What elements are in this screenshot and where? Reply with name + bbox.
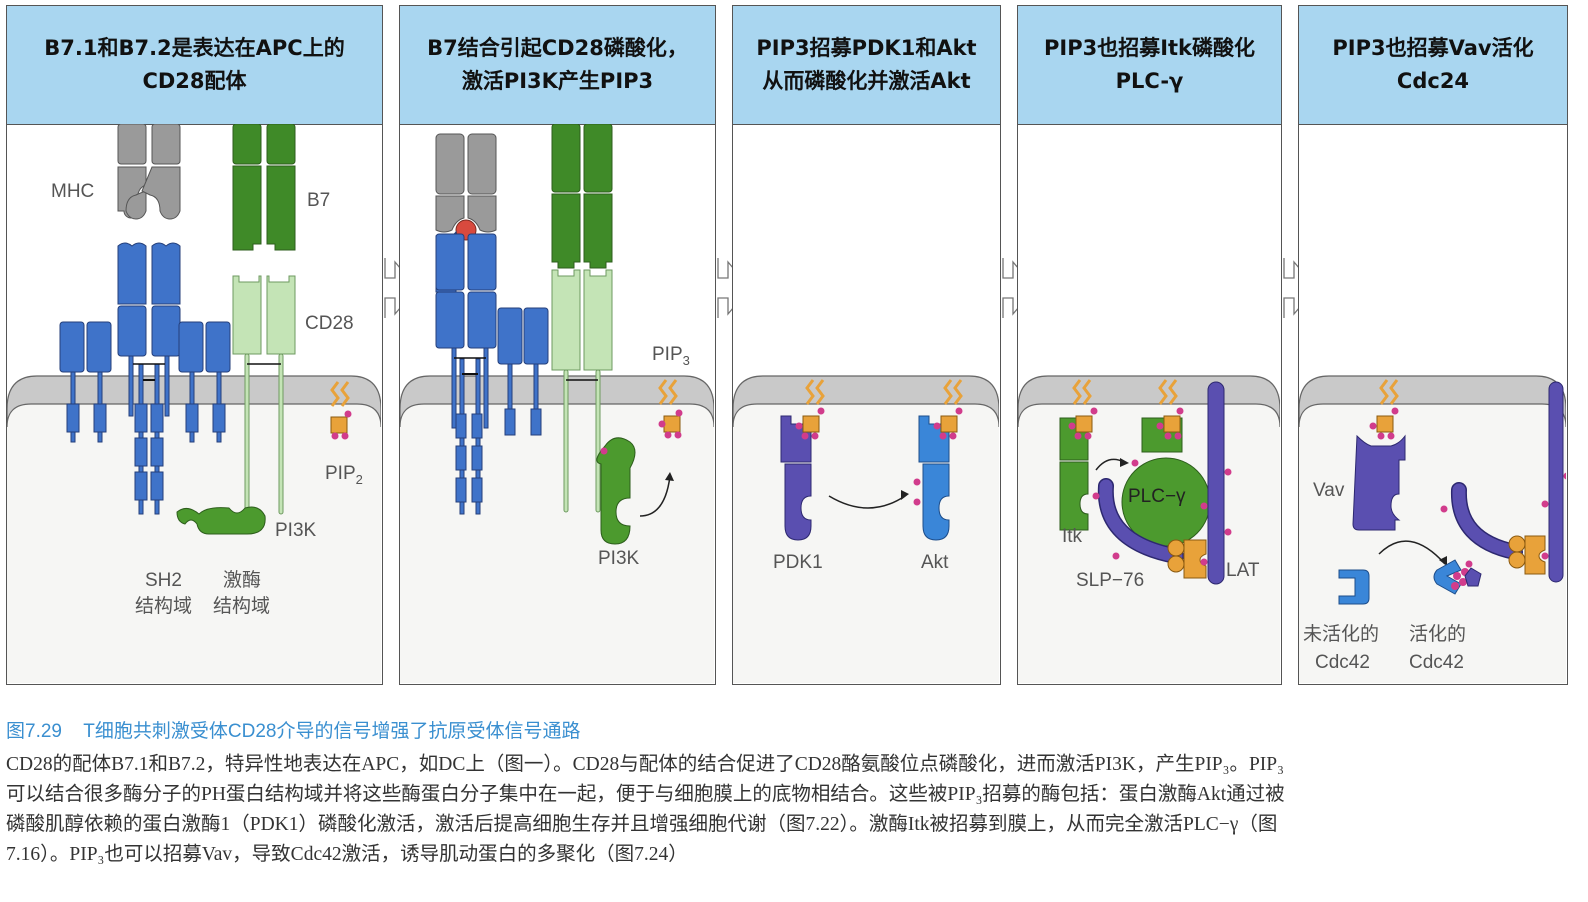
- pi3k-label: PI3K: [275, 520, 317, 541]
- kinase-label-2: 结构域: [213, 595, 270, 617]
- arrow-head: [1120, 458, 1129, 467]
- mhc-molecule: [117, 124, 181, 220]
- pi3k-molecule: [176, 506, 266, 535]
- inactive-label-1: 未活化的: [1303, 623, 1379, 645]
- panel-1-diagram: MHC B7 CD28: [7, 124, 381, 683]
- cell-membrane: [733, 375, 999, 428]
- curved-arrow: [1378, 540, 1446, 565]
- arrow-head: [1439, 556, 1447, 566]
- akt-molecule: [913, 379, 963, 541]
- panel-3-title: PIP3招募PDK1和Akt 从而磷酸化并激活Akt: [756, 36, 977, 93]
- phosphate: [1563, 472, 1566, 480]
- panel-5-header: PIP3也招募Vav活化 Cdc24: [1299, 6, 1567, 125]
- figure-title: T细胞共刺激受体CD28介导的信号增强了抗原受体信号通路: [83, 721, 581, 742]
- b7-molecule: [232, 124, 296, 251]
- panel-2-title: B7结合引起CD28磷酸化， 激活PI3K产生PIP3: [427, 36, 688, 93]
- plc-gamma-molecule: [1121, 379, 1211, 547]
- pdk1-label: PDK1: [773, 552, 823, 573]
- phosphate: [1224, 528, 1232, 536]
- lat-molecule: [1548, 381, 1564, 583]
- pi3k-label: PI3K: [598, 548, 640, 569]
- akt-label: Akt: [921, 552, 949, 573]
- lat-molecule: [1207, 381, 1225, 585]
- panel-1-title: B7.1和B7.2是表达在APC上的 CD28配体: [44, 36, 345, 93]
- description-line-1: CD28的配体B7.1和B7.2，特异性地表达在APC，如DC上（图一）。CD2…: [6, 754, 1284, 775]
- sh2-label-1: SH2: [145, 570, 182, 591]
- inactive-cdc42: [1338, 569, 1370, 605]
- panel-4: PIP3也招募Itk磷酸化 PLC-γ PLC−γ: [1017, 5, 1282, 685]
- slp76-label: SLP−76: [1076, 570, 1144, 591]
- curved-arrow: [639, 475, 671, 517]
- slp76-fill: [1099, 479, 1183, 563]
- inactive-label-2: Cdc42: [1315, 652, 1370, 673]
- cell-membrane: [1299, 375, 1566, 428]
- pi3k-molecule: [596, 437, 636, 545]
- description-line-4: 7.16）。PIP₃也可以招募Vav，导致Cdc42激活，诱导肌动蛋白的多聚化（…: [6, 844, 688, 865]
- mhc-molecule: [435, 133, 497, 233]
- arrow-head: [665, 472, 674, 481]
- phosphate: [1440, 505, 1448, 513]
- pdk1-molecule: [780, 379, 825, 541]
- vav-molecule: [1352, 379, 1406, 531]
- pip3-lipid: [658, 379, 683, 439]
- pip3-label: PIP3: [652, 344, 690, 368]
- figure-caption: 图7.29 T细胞共刺激受体CD28介导的信号增强了抗原受体信号通路: [6, 716, 580, 743]
- panel-3-header: PIP3招募PDK1和Akt 从而磷酸化并激活Akt: [733, 6, 1000, 125]
- effector-pentagon: [1464, 567, 1482, 587]
- gads-adaptor: [1508, 535, 1546, 575]
- phosphate: [1200, 558, 1208, 566]
- panel-1: B7.1和B7.2是表达在APC上的 CD28配体 MHC B7: [6, 5, 383, 685]
- cd28-molecule: [232, 275, 296, 515]
- panel-2-header: B7结合引起CD28磷酸化， 激活PI3K产生PIP3: [400, 6, 715, 125]
- figure-number: 图7.29: [6, 721, 62, 742]
- vav-label: Vav: [1313, 480, 1345, 501]
- panel-2-diagram: PIP3 PI3K: [400, 124, 714, 683]
- phosphate: [1112, 552, 1120, 560]
- panel-3-diagram: PDK1 Akt: [733, 375, 999, 683]
- active-label-2: Cdc42: [1409, 652, 1464, 673]
- phosphate: [600, 447, 608, 455]
- phosphate: [1224, 468, 1232, 476]
- itk-label: Itk: [1062, 526, 1083, 547]
- lat-label: LAT: [1226, 560, 1260, 581]
- cytoplasm: [400, 394, 714, 683]
- cd28-molecule: [551, 269, 613, 513]
- phosphate: [1092, 492, 1100, 500]
- arrow-head: [901, 490, 909, 500]
- pip2-lipid: [330, 381, 352, 440]
- panel-4-diagram: PLC−γ Itk SLP−76 LAT: [1018, 375, 1280, 683]
- gtp-cluster: [1451, 568, 1469, 590]
- gads-adaptor: [1167, 539, 1207, 579]
- panel-3: PIP3招募PDK1和Akt 从而磷酸化并激活Akt PDK1 Akt: [732, 5, 1001, 685]
- cd28-label: CD28: [305, 313, 354, 334]
- panel-1-header: B7.1和B7.2是表达在APC上的 CD28配体: [7, 6, 382, 125]
- phosphate: [1200, 502, 1208, 510]
- phosphate: [1541, 500, 1549, 508]
- panel-4-header: PIP3也招募Itk磷酸化 PLC-γ: [1018, 6, 1281, 125]
- b7-molecule: [551, 124, 613, 269]
- active-label-1: 活化的: [1409, 623, 1466, 645]
- itk-molecule: [1059, 379, 1098, 531]
- mhc-label: MHC: [51, 181, 94, 202]
- phosphate: [1541, 552, 1549, 560]
- slp76-fill: [1452, 483, 1522, 559]
- plc-gamma-label: PLC−γ: [1128, 486, 1186, 507]
- description-line-3: 磷酸肌醇依赖的蛋白激酶1（PDK1）磷酸化激活，激活后提高细胞生存并且增强细胞代…: [6, 814, 1278, 835]
- kinase-label-1: 激酶: [223, 569, 261, 591]
- panel-5: PIP3也招募Vav活化 Cdc24 Vav 未活: [1298, 5, 1568, 685]
- figure-description: CD28的配体B7.1和B7.2，特异性地表达在APC，如DC上（图一）。CD2…: [6, 750, 1586, 870]
- b7-label: B7: [307, 190, 330, 211]
- panel-4-title: PIP3也招募Itk磷酸化 PLC-γ: [1043, 36, 1256, 93]
- panel-5-diagram: Vav 未活化的 Cdc42 活化的 Cdc42: [1299, 375, 1566, 683]
- curved-arrow: [828, 495, 906, 509]
- phosphate: [1465, 560, 1473, 568]
- description-line-2: 可以结合很多酶分子的PH蛋白结构域并将这些酶蛋白分子集中在一起，便于与细胞膜上的…: [6, 784, 1285, 805]
- panel-5-title: PIP3也招募Vav活化 Cdc24: [1332, 36, 1534, 93]
- tcr-complex: [435, 230, 549, 515]
- tcr-complex: [59, 242, 231, 515]
- panel-2: B7结合引起CD28磷酸化， 激活PI3K产生PIP3: [399, 5, 716, 685]
- cytoplasm: [733, 394, 999, 683]
- pip2-label: PIP2: [325, 463, 363, 487]
- sh2-label-2: 结构域: [135, 595, 192, 617]
